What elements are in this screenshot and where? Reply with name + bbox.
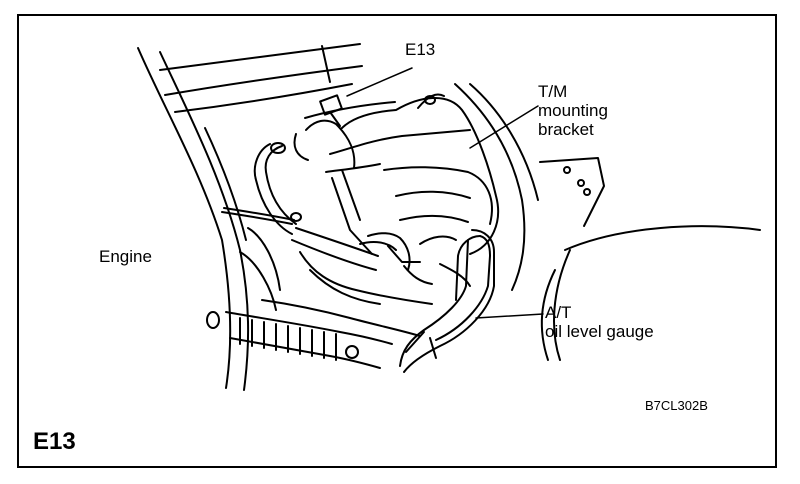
leader-lines: [346, 67, 544, 319]
engine-block-outline: [137, 47, 250, 391]
bracket-label: T/M mounting bracket: [538, 82, 608, 139]
gauge-label-line1: A/T: [545, 303, 572, 322]
bracket-label-line3: bracket: [538, 120, 594, 139]
wire-harness: [221, 142, 379, 271]
gauge-label-line2: oil level gauge: [545, 322, 654, 341]
bracket-label-line1: T/M: [538, 82, 568, 101]
e13-connector: [293, 94, 356, 169]
transmission-housing: [325, 93, 500, 255]
figure-code: B7CL302B: [645, 398, 708, 413]
diagram-frame: [17, 14, 777, 468]
engine-components: [206, 227, 471, 359]
connector-label: E13: [405, 40, 436, 59]
engine-label: Engine: [99, 247, 152, 266]
gauge-label: A/T oil level gauge: [545, 303, 654, 341]
diagram-title: E13: [33, 428, 76, 455]
upper-hoses: [159, 43, 396, 119]
bracket-label-line2: mounting: [538, 101, 608, 120]
right-panels: [454, 83, 761, 361]
drive-belt: [225, 311, 393, 369]
